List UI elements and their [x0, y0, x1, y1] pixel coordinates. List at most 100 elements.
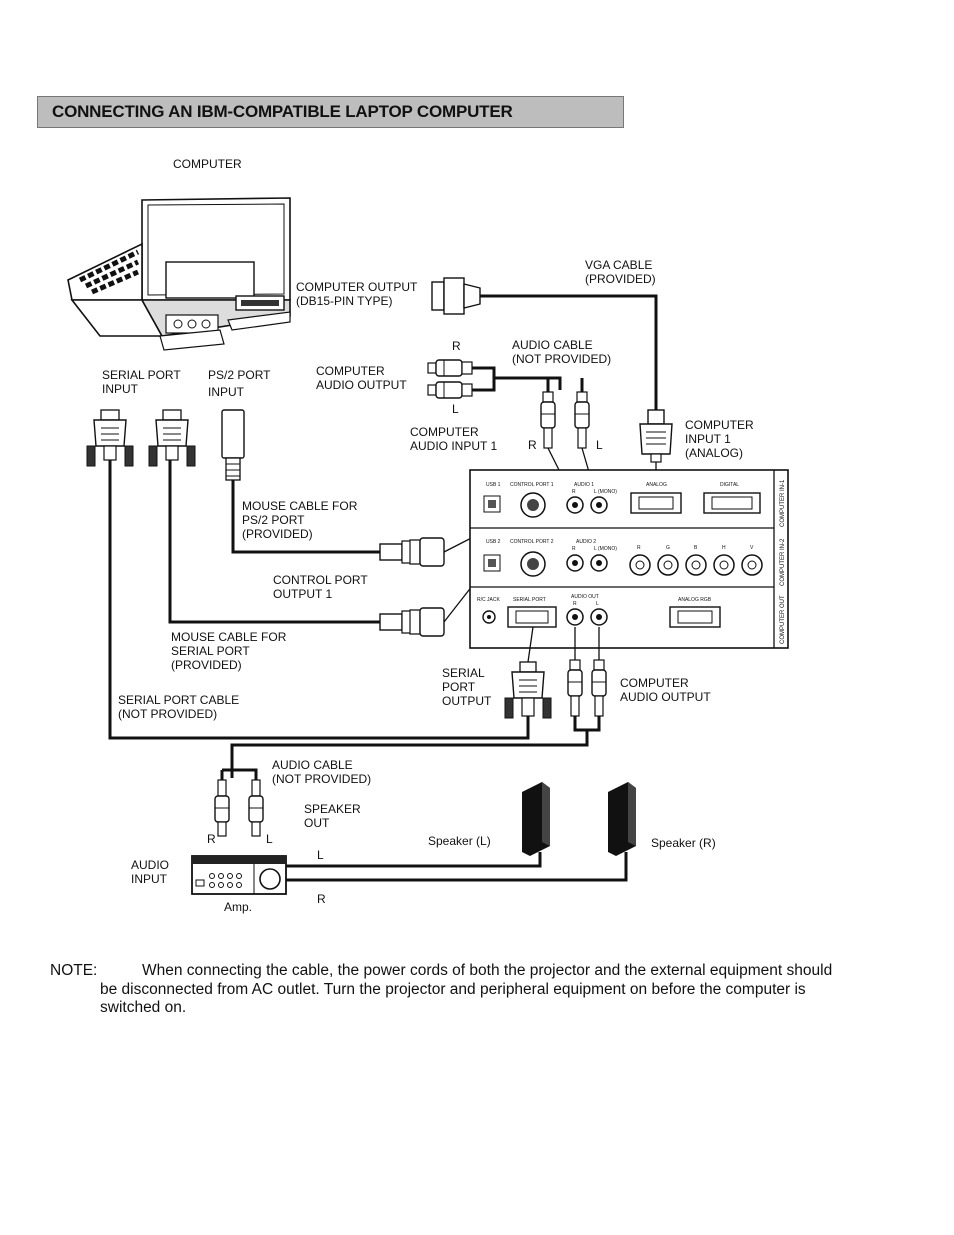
- label-serial-port-output: SERIAL: [442, 666, 485, 680]
- laptop-computer: [67, 197, 291, 351]
- speaker-right: [608, 782, 636, 856]
- vga-connector-top: [431, 277, 481, 315]
- projector-panel: USB 1 CONTROL PORT 1 AUDIO 1 R L (MONO) …: [469, 469, 789, 649]
- panel-label-control-port-2: CONTROL PORT 2: [510, 539, 554, 545]
- audio-wire-l-top: [472, 376, 562, 392]
- panel-label-audio1: AUDIO 1: [574, 482, 594, 488]
- label-speaker-out-2: OUT: [304, 816, 330, 830]
- audio-out-wire-join: [573, 716, 601, 732]
- label-computer-audio-out-2: AUDIO OUTPUT: [620, 690, 711, 704]
- label-speaker-out: SPEAKER: [304, 802, 361, 816]
- label-audio-input-2: INPUT: [131, 872, 168, 886]
- panel-label-bnc-b: B: [694, 545, 698, 551]
- label-r-amp: R: [207, 832, 216, 846]
- panel-label-audio-out: AUDIO OUT: [571, 594, 599, 600]
- label-serial-port-input: SERIAL PORT: [102, 368, 181, 382]
- rca-plug-r-amp: [214, 779, 230, 837]
- rca-plug-r-top: [427, 359, 473, 377]
- bnc-h-jack[interactable]: [713, 554, 735, 576]
- serial-port-cable: [108, 460, 530, 740]
- title-bar: CONNECTING AN IBM-COMPATIBLE LAPTOP COMP…: [37, 96, 624, 128]
- mouse-plug-ps2: [379, 537, 445, 567]
- label-wire-r: R: [317, 892, 326, 906]
- panel-label-audio1-l: L (MONO): [594, 489, 617, 495]
- note-line-2: be disconnected from AC outlet. Turn the…: [100, 980, 806, 998]
- label-serial-port-cable: SERIAL PORT CABLE: [118, 693, 239, 707]
- label-audio-cable-bottom: AUDIO CABLE: [272, 758, 353, 772]
- bnc-r-jack[interactable]: [629, 554, 651, 576]
- audio-wire-split: [546, 378, 584, 392]
- panel-label-audio1-r: R: [572, 489, 576, 495]
- label-r-mid: R: [528, 438, 537, 452]
- bnc-g-jack[interactable]: [657, 554, 679, 576]
- label-computer-input-1: INPUT 1: [685, 432, 731, 446]
- panel-label-usb2: USB 2: [486, 539, 501, 545]
- label-l-top: L: [452, 402, 459, 416]
- audio-cable-bottom: [230, 730, 589, 770]
- speaker-left: [522, 782, 550, 856]
- panel-label-audio2-r: R: [572, 546, 576, 552]
- panel-label-analog-rgb: ANALOG RGB: [678, 597, 712, 603]
- bnc-v-jack[interactable]: [741, 554, 763, 576]
- label-computer-audio-input-1: AUDIO INPUT 1: [410, 439, 497, 453]
- panel-label-digital: DIGITAL: [720, 482, 739, 488]
- panel-label-audio2: AUDIO 2: [576, 539, 596, 545]
- label-mouse-ps2: MOUSE CABLE FOR: [242, 499, 358, 513]
- panel-label-audio-out-l: L: [596, 601, 599, 607]
- label-computer: COMPUTER: [173, 157, 242, 171]
- label-vga-cable-provided: (PROVIDED): [585, 272, 656, 286]
- label-mouse-ps2-2: PS/2 PORT: [242, 513, 305, 527]
- label-serial-port-input-2: INPUT: [102, 382, 139, 396]
- label-ps2-port-input-2: INPUT: [208, 385, 245, 399]
- label-computer-output: COMPUTER OUTPUT: [296, 280, 418, 294]
- panel-label-bnc-r: R: [637, 545, 641, 551]
- audio-wire-r-top: [472, 366, 496, 378]
- label-serial-port-output-2: PORT: [442, 680, 476, 694]
- mouse-plug-serial: [379, 607, 445, 637]
- note-line-1: When connecting the cable, the power cor…: [142, 962, 833, 979]
- rca-plug-l-top: [427, 381, 473, 399]
- panel-label-bnc-h: H: [722, 545, 726, 551]
- note-line-3: switched on.: [100, 999, 187, 1016]
- label-mouse-serial-3: (PROVIDED): [171, 658, 242, 672]
- label-audio-cable-top: AUDIO CABLE: [512, 338, 593, 352]
- serial-connector-mouse: [148, 409, 196, 467]
- speaker-wire-r: [286, 852, 628, 882]
- label-serial-port-output-3: OUTPUT: [442, 694, 492, 708]
- label-mouse-serial: MOUSE CABLE FOR: [171, 630, 287, 644]
- label-audio-cable-top-not: (NOT PROVIDED): [512, 352, 611, 366]
- label-speaker-l: Speaker (L): [428, 834, 491, 848]
- rca-plug-r-audio-out: [567, 659, 583, 717]
- label-audio-cable-bottom-2: (NOT PROVIDED): [272, 772, 371, 786]
- ps2-connector: [221, 409, 245, 481]
- label-r-top: R: [452, 339, 461, 353]
- label-computer-input: COMPUTER: [685, 418, 754, 432]
- panel-label-rc-jack: R/C JACK: [477, 597, 500, 603]
- rca-plug-r-projector: [540, 391, 556, 449]
- bnc-b-jack[interactable]: [685, 554, 707, 576]
- panel-label-analog: ANALOG: [646, 482, 667, 488]
- label-computer-audio-input: COMPUTER: [410, 425, 479, 439]
- mouse-cable-ps2: [231, 480, 380, 554]
- label-l-amp: L: [266, 832, 273, 846]
- note: NOTE:When connecting the cable, the powe…: [50, 962, 920, 1018]
- panel-label-bnc-v: V: [750, 545, 754, 551]
- panel-label-side-in2: COMPUTER IN-2: [780, 538, 786, 586]
- amplifier: [191, 855, 287, 895]
- label-wire-l: L: [317, 848, 324, 862]
- panel-label-control-port-1: CONTROL PORT 1: [510, 482, 554, 488]
- label-speaker-r: Speaker (R): [651, 836, 716, 850]
- speaker-wire-l: [286, 852, 542, 868]
- rca-plug-l-audio-out: [591, 659, 607, 717]
- label-l-mid: L: [596, 438, 603, 452]
- rca-plug-l-amp: [248, 779, 264, 837]
- vga-cable: [480, 294, 658, 410]
- label-mouse-ps2-3: (PROVIDED): [242, 527, 313, 541]
- label-vga-cable: VGA CABLE: [585, 258, 652, 272]
- label-serial-port-cable-2: (NOT PROVIDED): [118, 707, 217, 721]
- serial-connector-left: [86, 409, 134, 467]
- panel-label-audio-out-r: R: [573, 601, 577, 607]
- serial-port-output-connector: [504, 661, 552, 719]
- panel-label-side-out: COMPUTER OUT: [780, 595, 786, 644]
- audio-cable-split-bottom: [220, 768, 258, 780]
